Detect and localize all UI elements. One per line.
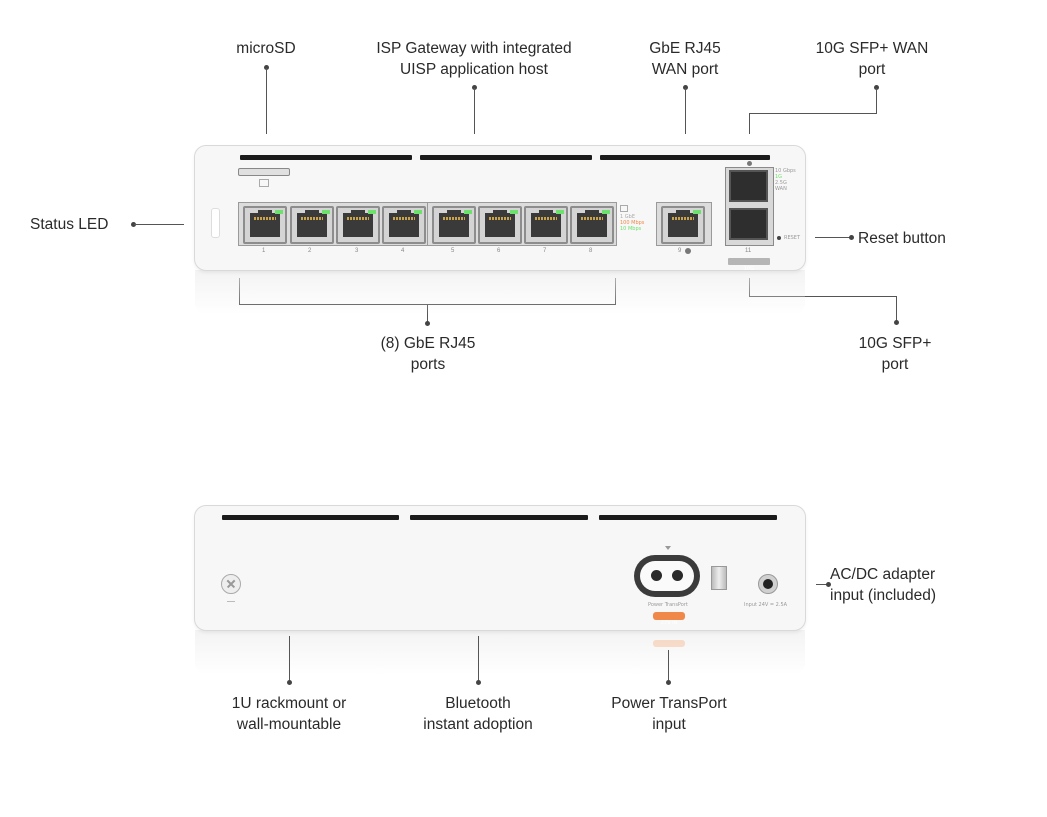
leader-line [749,296,896,298]
device-reflection [195,270,805,315]
legend-item: 1 GbE [620,214,635,220]
leader-dot [894,320,899,325]
port-number: 8 [589,248,593,254]
leader-line [816,584,828,586]
port-number: 6 [497,248,501,254]
leader-dot [131,222,136,227]
rj45-port[interactable] [336,206,380,244]
microsd-label: microSD [236,40,296,57]
wan-port-number: 9 [678,248,682,254]
port-number: 2 [308,248,312,254]
badge-reflection [653,640,685,647]
leader-dot [683,85,688,90]
leader-line [134,224,184,226]
rackmount-label: 1U rackmount or wall-mountable [231,695,347,733]
leader-line [474,88,476,134]
rj45-port[interactable] [478,206,522,244]
wan-rj45-label: GbE RJ45 WAN port [649,40,721,78]
leader-line [749,113,751,134]
isp-gateway-label: ISP Gateway with integrated UISP applica… [376,40,572,78]
port-number: 4 [401,248,405,254]
leader-line [289,636,291,682]
wan-rj45-port[interactable] [661,206,705,244]
power-transport-badge: 27V IN [653,612,685,626]
vent-slot [599,515,777,520]
leader-line [668,650,670,682]
device-reflection [195,630,805,675]
rj45-port[interactable] [290,206,334,244]
microsd-slot[interactable] [238,168,290,176]
dc-input-caption: Input 24V = 2.5A [744,602,788,608]
sfp-port-number: 11 [745,248,752,254]
leader-dot [666,680,671,685]
vent-slot [410,515,588,520]
vent-slot [240,155,412,160]
port-number: 1 [262,248,266,254]
power-transport-port[interactable] [634,555,700,597]
transport-label: Power TransPort input [611,695,727,733]
legend-item: 1G [775,174,783,180]
legend-icon [620,205,628,212]
sfp-legend: 10 Gbps 1G 2.5G WAN [775,168,796,192]
vent-slot [600,155,770,160]
leader-line [815,237,851,239]
legend-item: WAN [775,186,787,192]
rj45-port[interactable] [243,206,287,244]
reset-button-label: Reset button [858,230,946,247]
status-led [211,208,220,238]
bluetooth-module [711,566,727,590]
leader-line [876,88,878,114]
leader-dot [264,65,269,70]
legend-item: 2.5G [775,180,787,186]
leader-dot [287,680,292,685]
leader-dot [472,85,477,90]
reset-text: RESET [784,235,801,241]
arrow-down-icon [665,546,671,550]
leader-line [266,68,268,134]
power-transport-caption: Power TransPort [648,602,688,608]
legend-item: 10 Gbps [775,168,796,174]
legend-item: 10 Mbps [620,226,642,232]
ground-screw-icon [221,574,241,594]
ground-symbol-icon [227,601,235,604]
globe-icon [685,248,691,254]
leader-dot [826,582,831,587]
dc-power-jack[interactable] [758,574,778,594]
port-number: 3 [355,248,359,254]
sfp-port-label: 10G SFP+ port [858,335,932,373]
sfp-port[interactable] [729,208,768,240]
status-led-label: Status LED [30,216,109,233]
bluetooth-label: Bluetooth instant adoption [423,695,533,733]
ac-dc-label: AC/DC adapter input (included) [830,566,936,604]
legend-item: 100 Mbps [620,220,645,226]
sfp-wan-label: 10G SFP+ WAN port [815,40,929,78]
leader-line [896,296,898,322]
rj45-port[interactable] [432,206,476,244]
reset-button[interactable] [777,236,781,240]
port-number: 5 [451,248,455,254]
leader-line [685,88,687,134]
rj45-port[interactable] [570,206,614,244]
port-number: 7 [543,248,547,254]
sfp-tag: 10G [728,258,770,272]
leader-line [478,636,480,682]
leader-dot [874,85,879,90]
sfp-tag-text: 10G [743,266,755,272]
rj45-ports-label: (8) GbE RJ45 ports [380,335,476,373]
power-transport-badge-text: 27V IN [660,620,678,626]
rj45-port[interactable] [524,206,568,244]
vent-slot [420,155,592,160]
sd-card-icon [259,179,269,187]
leader-dot [849,235,854,240]
vent-slot [222,515,399,520]
sfp-globe-icon [747,161,752,166]
rj45-port[interactable] [382,206,426,244]
rear-device-body [194,505,806,631]
sfp-wan-port[interactable] [729,170,768,202]
leader-dot [476,680,481,685]
leader-line [749,113,877,115]
leader-dot [425,321,430,326]
speed-legend: 1 GbE 100 Mbps 10 Mbps [620,205,644,232]
